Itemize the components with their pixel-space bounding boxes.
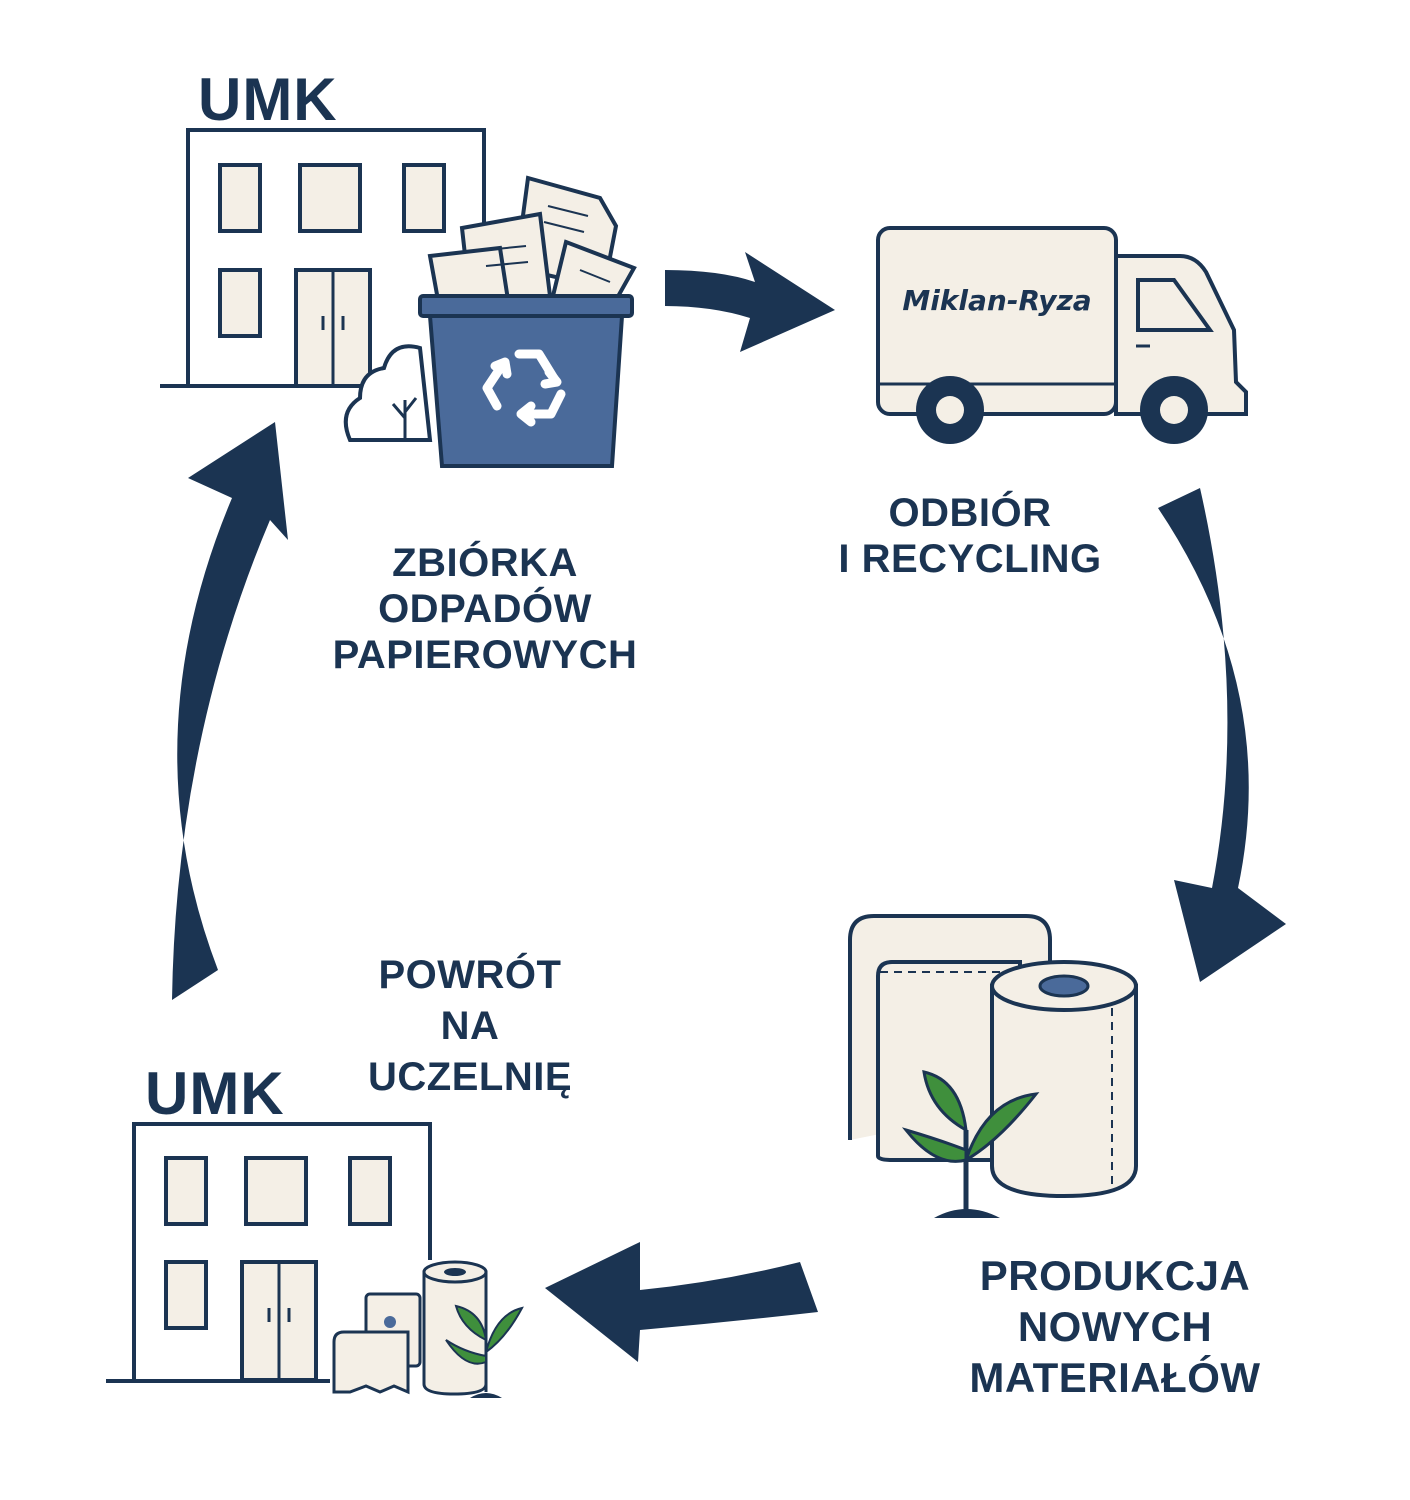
org-label-top: UMK — [198, 66, 338, 133]
stage-pickup-line-2: I RECYCLING — [838, 537, 1102, 581]
stage-collection-line-3: PAPIEROWYCH — [332, 633, 638, 677]
stage-collection-line-1: ZBIÓRKA — [392, 541, 578, 585]
stage-collection-line-2: ODPADÓW — [378, 587, 592, 631]
waste-paper-icon — [427, 175, 637, 303]
stage-return-line-1: POWRÓT — [378, 953, 562, 997]
stage-production-label: PRODUKCJA NOWYCH MATERIAŁÓW — [940, 1250, 1290, 1404]
arrow-collect-to-pickup — [665, 252, 835, 352]
stage-production-line-3: MATERIAŁÓW — [969, 1354, 1261, 1402]
stage-pickup-label: ODBIÓR I RECYCLING — [800, 490, 1140, 582]
building-icon — [106, 1122, 432, 1383]
umk-building-top — [160, 128, 486, 388]
org-label-bottom: UMK — [145, 1060, 285, 1127]
stage-collection-label: ZBIÓRKA ODPADÓW PAPIEROWYCH — [300, 540, 670, 678]
paper-products-small-icon — [332, 1260, 488, 1396]
arrow-return-to-collect — [172, 422, 288, 1000]
stage-return-line-2: NA — [440, 1003, 500, 1048]
sprout-icon — [901, 1070, 1040, 1218]
arrow-pickup-to-production — [1158, 488, 1286, 982]
recycle-bin-icon — [418, 294, 634, 468]
stage-return-line-3: UCZELNIĘ — [368, 1054, 572, 1099]
tree-icon — [343, 344, 433, 442]
stage-production-line-2: NOWYCH — [1017, 1303, 1213, 1351]
arrow-production-to-return — [545, 1242, 818, 1362]
paper-rolls-icon — [848, 914, 1138, 1199]
stage-return-label: POWRÓT NA UCZELNIĘ — [320, 950, 620, 1102]
truck-icon — [876, 226, 1248, 444]
stage-pickup-line-1: ODBIÓR — [888, 491, 1052, 535]
stage-production-line-1: PRODUKCJA — [979, 1252, 1251, 1299]
sprout-small-icon — [445, 1304, 524, 1398]
truck-company-name: Miklan-Ryza — [902, 284, 1091, 317]
